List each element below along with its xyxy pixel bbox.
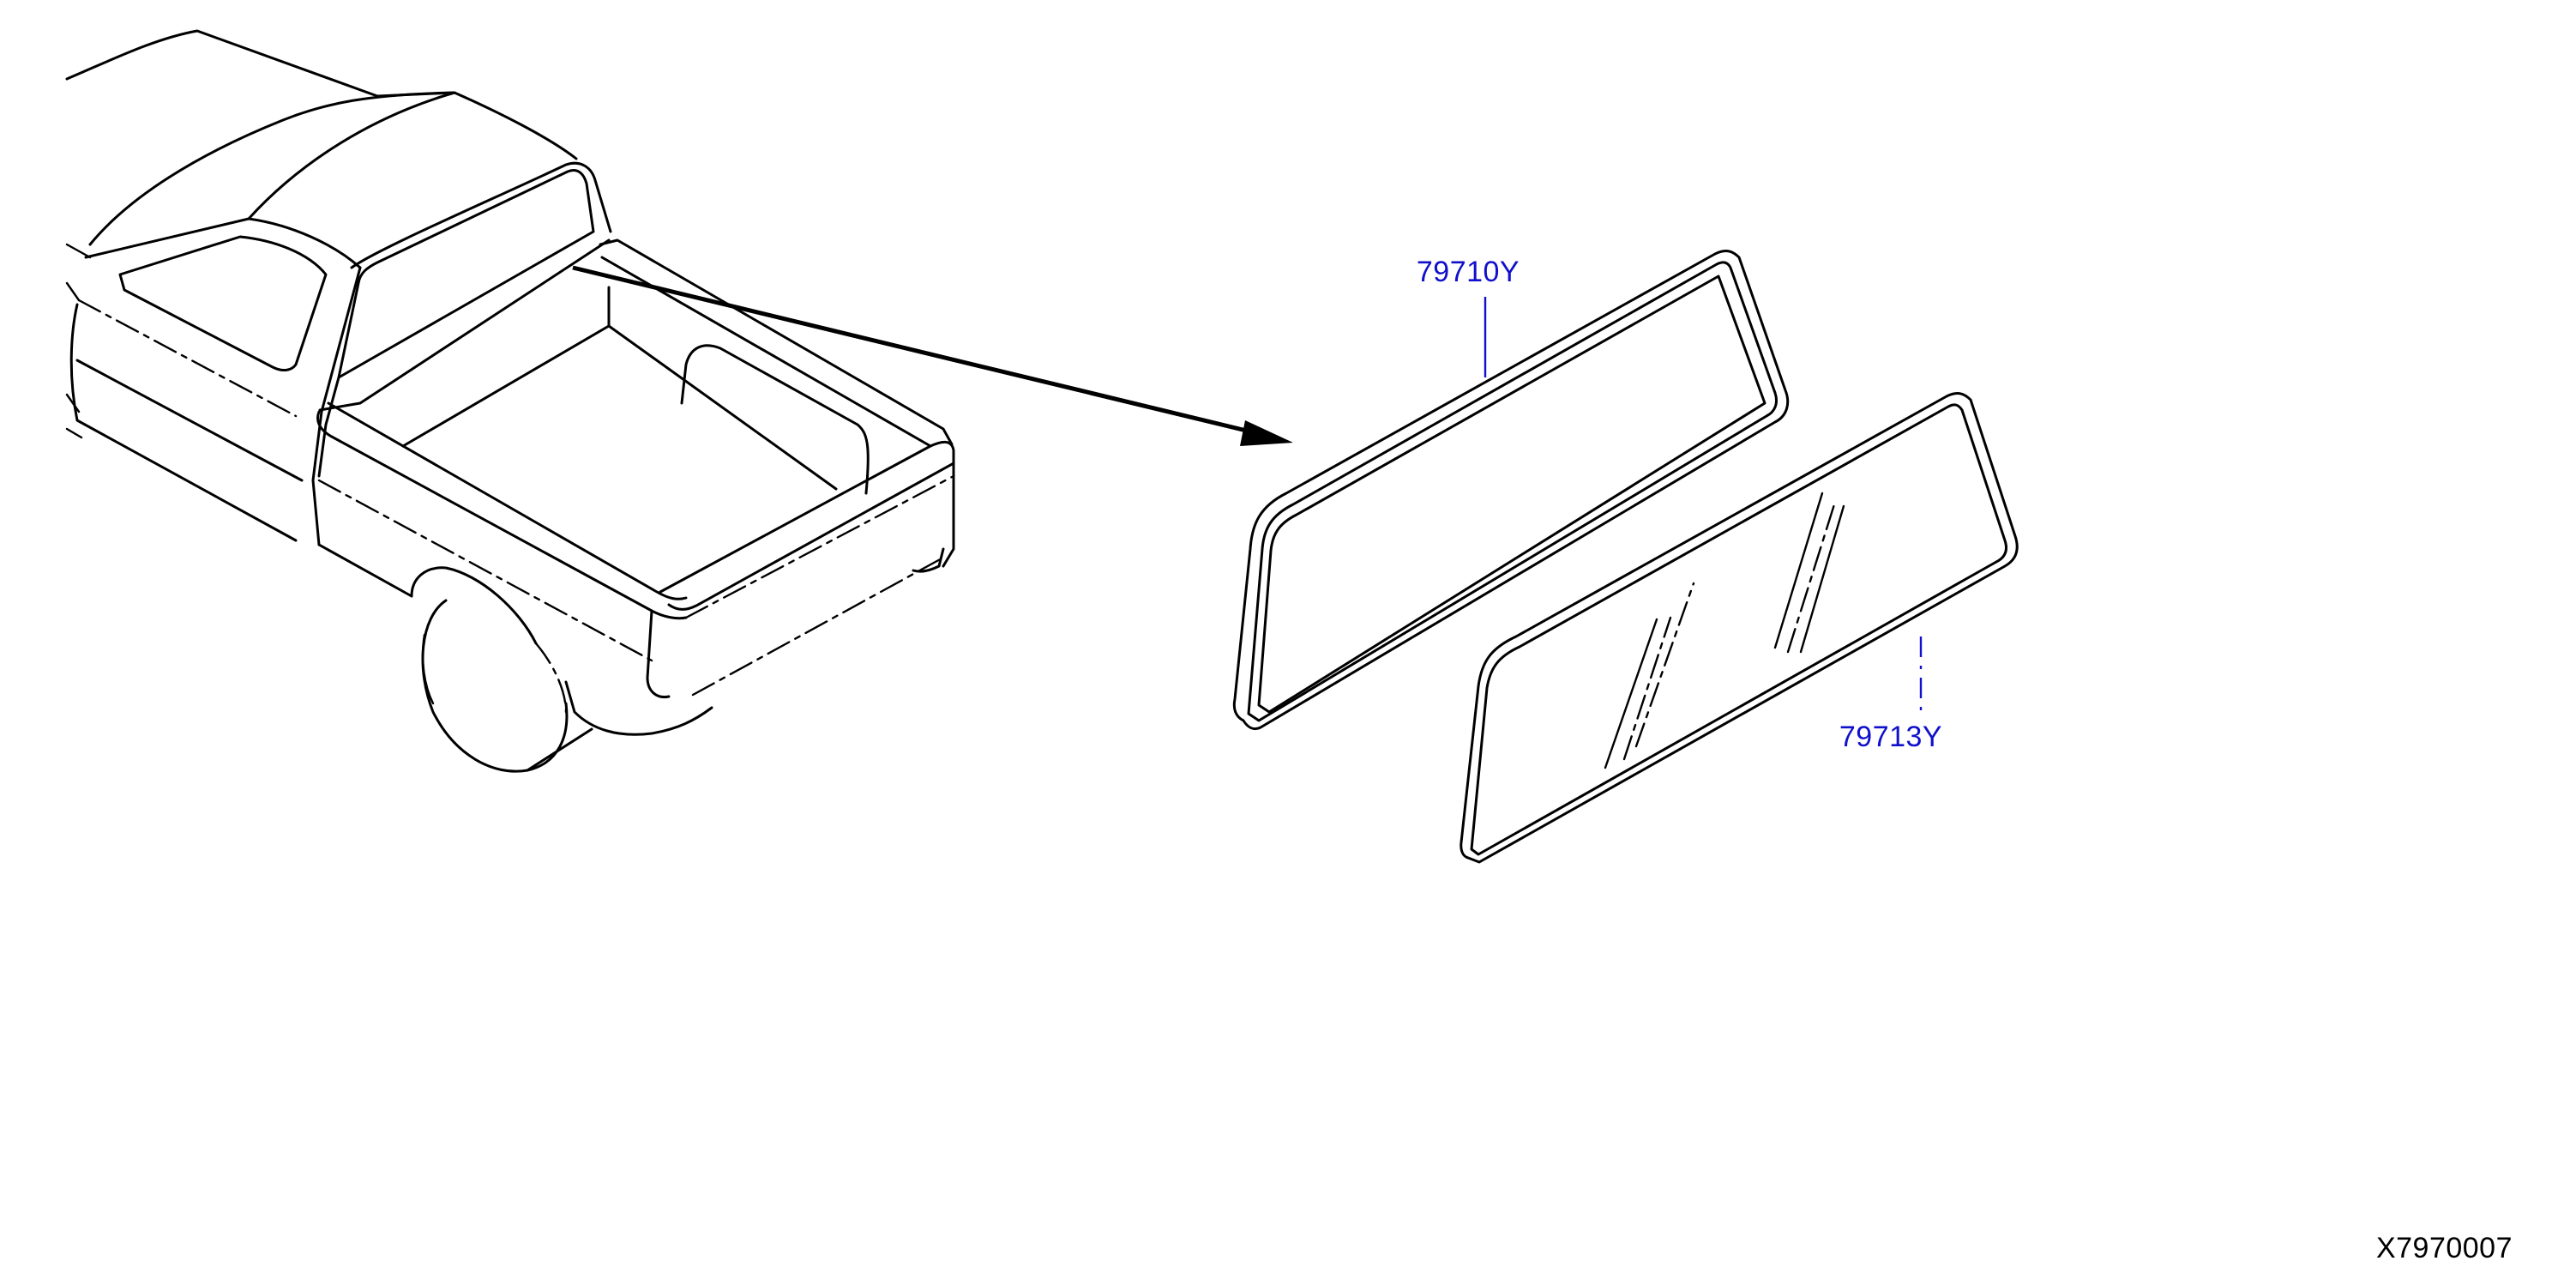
cab-rear-panel bbox=[350, 161, 612, 269]
tailgate-face-right bbox=[942, 462, 955, 568]
bed-floor-front bbox=[401, 324, 611, 448]
weatherstrip-mid bbox=[1247, 261, 1779, 722]
cab-side-outline bbox=[84, 217, 362, 269]
cab-side-crease bbox=[75, 359, 304, 482]
part-label-glass[interactable]: 79713Y bbox=[1839, 721, 1942, 753]
underbody-line bbox=[526, 727, 593, 772]
bed-floor-side bbox=[607, 324, 838, 491]
pickup-truck-illustration bbox=[65, 29, 955, 773]
callout-arrow bbox=[572, 265, 1293, 446]
wheel-well-hump bbox=[680, 344, 870, 495]
rear-wheel bbox=[421, 599, 569, 773]
bumper-right bbox=[912, 547, 945, 573]
callout-arrow-head bbox=[1240, 420, 1293, 446]
tailgate-upper-edge bbox=[684, 474, 955, 619]
weatherstrip-part bbox=[1232, 250, 1790, 731]
bed-side-crease bbox=[317, 479, 653, 662]
glass-inner bbox=[1470, 403, 2008, 856]
rear-glass-part bbox=[1460, 392, 2019, 864]
truck-roof-rear-edge bbox=[88, 91, 456, 246]
weatherstrip-inner bbox=[1257, 275, 1766, 714]
truck-roof-outline bbox=[65, 29, 578, 160]
rear-wheel-inner bbox=[534, 642, 568, 714]
tailgate-top bbox=[659, 440, 955, 594]
cab-door-line bbox=[77, 299, 298, 418]
bed-near-rail-outer bbox=[316, 410, 688, 620]
glass-outer bbox=[1460, 392, 2019, 864]
tailgate-lower-edge bbox=[691, 556, 945, 697]
bed-front-wall-top bbox=[318, 238, 611, 412]
cab-b-pillar-inner bbox=[317, 376, 340, 478]
weatherstrip-outer bbox=[1232, 250, 1790, 731]
tailgate-face-left bbox=[646, 609, 671, 699]
glass-reflection-4 bbox=[1773, 492, 1824, 649]
truck-roof-edge bbox=[247, 91, 456, 220]
glass-reflection-6 bbox=[1799, 504, 1845, 654]
glass-reflection-5 bbox=[1786, 500, 1837, 654]
glass-reflection-3 bbox=[1634, 582, 1695, 748]
cab-rear-window bbox=[337, 169, 595, 379]
part-label-weatherstrip[interactable]: 79710Y bbox=[1417, 256, 1520, 288]
bed-far-rail-top bbox=[599, 238, 954, 446]
tailgate-top-inner bbox=[667, 462, 955, 611]
cab-side-window bbox=[118, 235, 328, 372]
rear-fender-arch bbox=[410, 566, 538, 645]
cab-b-pillar bbox=[311, 266, 362, 546]
cab-side-body bbox=[69, 303, 298, 542]
rear-wheel-hub-arc bbox=[421, 633, 435, 705]
bumper-step bbox=[564, 680, 713, 736]
glass-reflection-2 bbox=[1622, 616, 1672, 761]
glass-reflection-1 bbox=[1604, 618, 1658, 769]
bed-near-rail-inner bbox=[327, 401, 688, 600]
diagram-id: X7970007 bbox=[2376, 1232, 2513, 1264]
bed-side-lower bbox=[317, 543, 413, 598]
callout-arrow-shaft bbox=[572, 265, 1261, 437]
cab-front-stub bbox=[65, 243, 92, 439]
